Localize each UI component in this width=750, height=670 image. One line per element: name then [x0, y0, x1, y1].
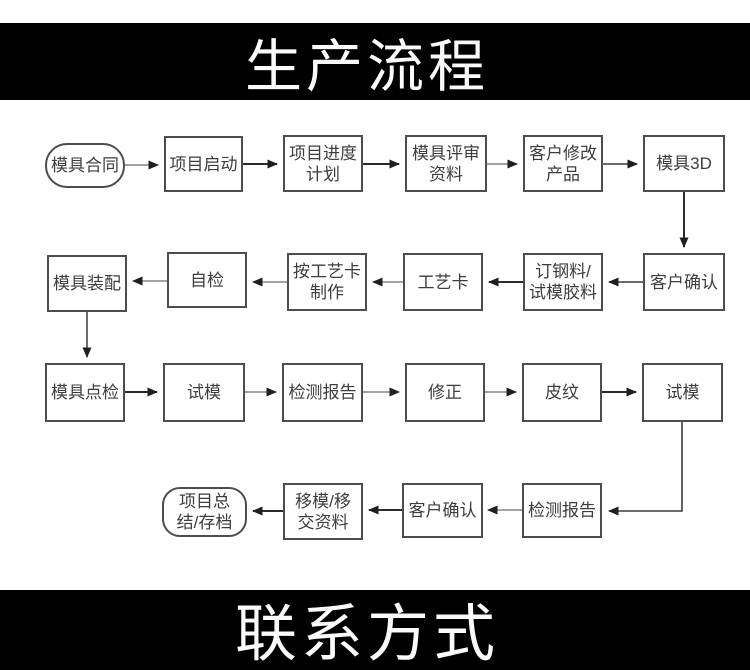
flow-node-mold-transfer-docs: 移模/移 交资料 — [283, 483, 363, 540]
banner-contact-info: 联系方式 — [0, 590, 750, 670]
flow-node-inspection-report-2: 检测报告 — [522, 483, 602, 538]
flow-node-mold-spot-check: 模具点检 — [45, 363, 125, 422]
banner-contact-info-label: 联系方式 — [234, 597, 499, 670]
flow-node-customer-confirm-2: 客户确认 — [402, 483, 483, 538]
flow-node-correction: 修正 — [405, 363, 485, 422]
flow-node-mold-review-docs: 模具评审 资料 — [405, 135, 487, 192]
flow-node-project-summary-archive: 项目总 结/存档 — [162, 487, 247, 537]
banner-production-process: 生产流程 — [0, 23, 750, 100]
flow-node-mold-trial-2: 试模 — [642, 363, 723, 422]
flow-node-mold-3d: 模具3D — [643, 135, 725, 192]
flow-node-project-kickoff: 项目启动 — [164, 136, 243, 192]
flow-node-customer-product-changes: 客户修改 产品 — [523, 135, 603, 192]
flow-node-mold-contract: 模具合同 — [45, 143, 125, 188]
flow-node-mold-assembly: 模具装配 — [47, 255, 127, 312]
flow-node-order-steel-trial-rubber: 订钢料/ 试模胶料 — [523, 253, 603, 311]
flow-node-mold-trial-1: 试模 — [163, 363, 245, 422]
flow-node-texturing: 皮纹 — [522, 363, 602, 422]
flow-node-process-card: 工艺卡 — [403, 253, 483, 311]
flow-node-build-per-process-card: 按工艺卡 制作 — [287, 253, 367, 311]
flow-node-customer-confirm-1: 客户确认 — [643, 253, 725, 311]
banner-production-process-label: 生产流程 — [245, 33, 489, 100]
flow-node-project-schedule: 项目进度 计划 — [283, 135, 363, 192]
flow-node-self-inspection: 自检 — [167, 252, 247, 308]
flow-node-inspection-report-1: 检测报告 — [282, 363, 363, 422]
